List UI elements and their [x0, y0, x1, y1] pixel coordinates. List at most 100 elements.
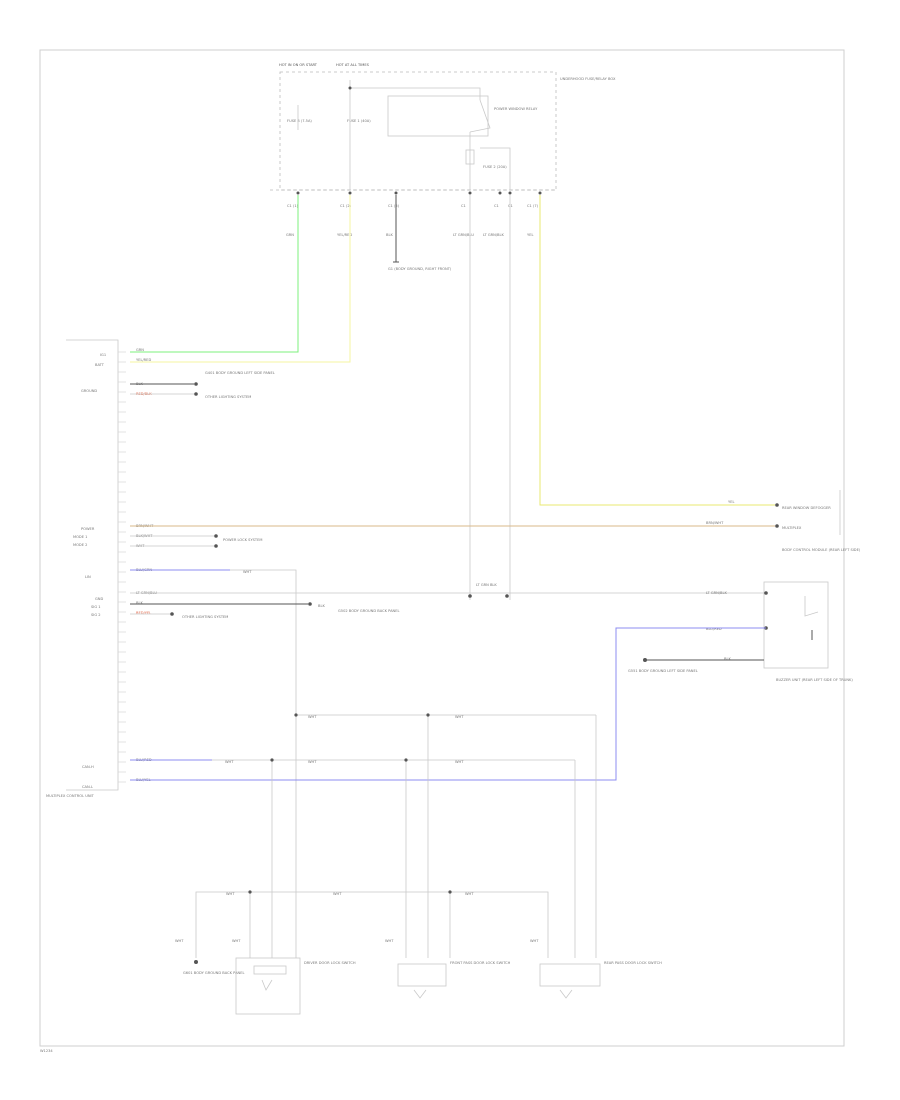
lead-blk-2-end — [308, 602, 312, 606]
top-wire-label-6: YEL — [527, 233, 533, 237]
top-wire-label-3: BLK — [386, 233, 393, 237]
top-pin-7 — [538, 191, 542, 195]
rear-pass-switch-label: REAR PASS DOOR LOCK SWITCH — [604, 961, 662, 965]
lead-red-yel-end — [170, 612, 174, 616]
top-pin-1 — [296, 191, 300, 195]
wire-green — [130, 195, 299, 353]
cu-label-gnd: GROUND — [81, 389, 97, 393]
cu-label-can-h: CAN-H — [82, 765, 94, 769]
rear-pass-switch-lever — [559, 989, 573, 999]
cu-wire-grn: GRN — [136, 348, 144, 352]
cu-wire-blk-2: BLK — [136, 601, 143, 605]
driver-switch-contact — [253, 965, 287, 975]
cu-label-sig1: SIG 1 — [91, 605, 101, 609]
junction-3 — [270, 758, 274, 762]
fuse-c-body — [465, 149, 475, 165]
front-pass-switch-box — [397, 963, 447, 987]
top-wire-label-2: YEL/RED — [337, 233, 352, 237]
top-pin-label-5: C1 — [494, 204, 499, 208]
driver-switch-box — [235, 957, 301, 1015]
wire-yellow-to-bcm — [539, 195, 775, 506]
junction-1 — [294, 713, 298, 717]
lead-red-blk-end — [194, 392, 198, 396]
splice-right — [505, 594, 509, 598]
lead-blk-ground-end — [194, 382, 198, 386]
top-pin-label-2: C1 (2) — [340, 204, 352, 208]
front-pass-switch-lever — [413, 989, 427, 999]
fuse-box-title-right: HOT AT ALL TIMES — [336, 63, 370, 67]
rear-pass-switch-box — [539, 963, 601, 987]
splice-left — [468, 594, 472, 598]
mid-wht-1: WHT — [243, 570, 252, 574]
switch-wht-a: WHT — [333, 892, 342, 896]
top-pin-label-1: C1 (1) — [287, 204, 299, 208]
top-pin-4 — [468, 191, 472, 195]
ground-top-label: G1 (BODY GROUND, RIGHT FRONT) — [388, 267, 452, 271]
mid-wht-2: WHT — [308, 715, 317, 719]
driver-switch-lever — [261, 979, 273, 991]
lead-wht-end — [214, 544, 218, 548]
cu-wire-redyel: RED/YEL — [136, 611, 151, 615]
cu-label-sig2: SIG 2 — [91, 613, 101, 617]
mid-wht-6: WHT — [455, 760, 464, 764]
right-wire-blured: BLU/RED — [706, 627, 722, 631]
rear-pass-switch: WHT REAR PASS DOOR LOCK SWITCH — [530, 939, 662, 999]
relay-contact — [469, 99, 491, 133]
cu-label-gnd2: GND — [95, 597, 103, 601]
fuse-b-label: FUSE 1 (40A) — [347, 119, 371, 123]
right-ground-point — [643, 658, 647, 662]
front-pass-switch-label: FRONT PASS DOOR LOCK SWITCH — [450, 961, 511, 965]
driver-switch-label: DRIVER DOOR LOCK SWITCH — [304, 961, 356, 965]
rear-pass-pin-labels: WHT — [530, 939, 539, 943]
junction-6 — [448, 890, 452, 894]
top-pin-label-7: C1 (7) — [527, 204, 539, 208]
control-unit-name: MULTIPLEX CONTROL UNIT — [46, 794, 95, 798]
right-unit-sub: BODY CONTROL MODULE (REAR LEFT SIDE) — [782, 548, 861, 552]
splice-label: LT GRN BLK — [476, 583, 497, 587]
mid-wht-4: WHT — [225, 760, 234, 764]
bcm-internal-switch — [804, 596, 819, 617]
other-system-c-label: OTHER LIGHTING SYSTEM — [182, 615, 228, 619]
cu-label-pwr: POWER — [81, 527, 95, 531]
control-unit-box — [66, 339, 119, 791]
wire-wht-1 — [230, 569, 297, 860]
junction-2 — [426, 713, 430, 717]
fuse-a-label: FUSE 8 (7.5A) — [287, 119, 312, 123]
relay-coil-wire — [480, 147, 511, 190]
junction-5 — [248, 890, 252, 894]
bcm-pin-brn — [775, 524, 779, 528]
junction-4 — [404, 758, 408, 762]
fuse-c-label: FUSE 2 (20A) — [483, 165, 507, 169]
switch-ground-bus — [195, 891, 549, 958]
mid-wht-3: WHT — [455, 715, 464, 719]
cu-label-lin: LIN — [85, 575, 91, 579]
relay-label: POWER WINDOW RELAY — [494, 107, 538, 111]
fuse-bus-junction — [348, 86, 352, 90]
fuse-box-title-left: HOT IN ON OR START — [279, 63, 318, 67]
right-ground-label: G551 BODY GROUND LEFT SIDE PANEL — [628, 669, 698, 673]
cu-label-mode1: MODE 1 — [73, 535, 87, 539]
ground-b-label: G502 BODY GROUND BACK PANEL — [338, 609, 400, 613]
right-unit-name1: REAR WINDOW DEFOGGER — [782, 506, 831, 510]
fuse-relay-box — [279, 71, 557, 191]
top-wire-label-1: GRN — [286, 233, 294, 237]
switch-wht-b: WHT — [465, 892, 474, 896]
relay-body — [387, 95, 489, 137]
right-unit-name2: MULTIPLEX — [782, 526, 802, 530]
front-pass-switch: WHT FRONT PASS DOOR LOCK SWITCH — [385, 939, 511, 999]
fuse-box-bus — [349, 80, 481, 100]
cu-wire-yelred: YEL/RED — [136, 358, 151, 362]
ground-a-label: G401 BODY GROUND LEFT SIDE PANEL — [205, 371, 275, 375]
control-unit-pins — [118, 351, 126, 783]
lead-blk-wht-end — [214, 534, 218, 538]
switch-ground-label: G601 BODY GROUND BACK PANEL — [183, 971, 245, 975]
wire-blu-yel — [130, 627, 766, 781]
top-pin-2 — [348, 191, 352, 195]
other-system-a-label: OTHER LIGHTING SYSTEM — [205, 395, 251, 399]
driver-switch: WHT DRIVER DOOR LOCK SWITCH — [232, 939, 356, 1015]
mid-wht-5: WHT — [308, 760, 317, 764]
top-pin-3 — [394, 191, 398, 195]
mid-wire-blk: BLK — [318, 604, 325, 608]
fuse-box-name: UNDERHOOD FUSE/RELAY BOX — [560, 77, 616, 81]
